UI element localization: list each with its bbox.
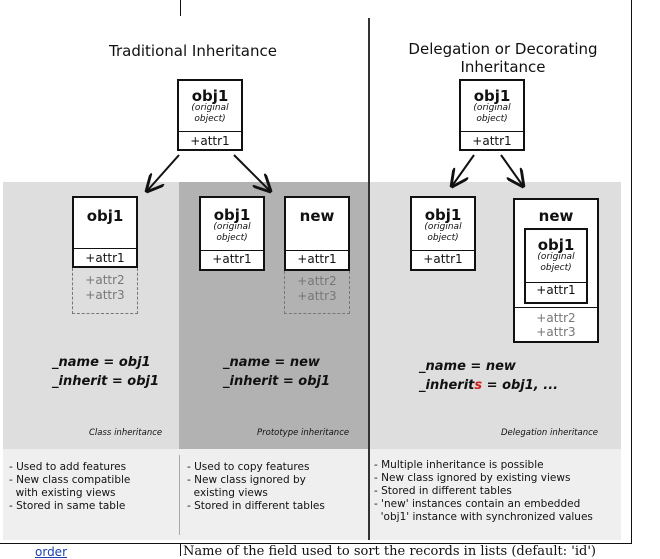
arrow-to-delegation-b — [500, 154, 523, 186]
note: existing views — [187, 487, 268, 499]
delegation-obj1-box: obj1 (original object) +attr1 — [459, 79, 525, 151]
note: - Stored in different tables — [187, 500, 325, 512]
box-attr: +attr1 — [423, 252, 463, 266]
delegation-caption: Delegation inheritance — [501, 428, 599, 438]
box-attr: +attr1 — [536, 283, 576, 297]
box-attr: +attr1 — [472, 134, 512, 148]
box-name: obj1 — [86, 207, 124, 225]
code-name-line: _name = new — [419, 359, 516, 374]
box-name: obj1 — [213, 206, 251, 224]
delegation-new-box: new obj1 (original object) +attr1 +attr2… — [513, 198, 599, 343]
box-name: obj1 — [537, 236, 575, 254]
note: - New class ignored by — [187, 474, 306, 486]
delegation-notes-panel — [370, 449, 621, 540]
box-divider — [412, 250, 474, 251]
note: - New class compatible — [9, 474, 131, 486]
box-name: new — [538, 207, 574, 225]
class-extra-attrs: +attr2 +attr3 — [72, 268, 138, 314]
class-notes-panel — [3, 449, 179, 540]
field-name-link[interactable]: order — [35, 545, 67, 559]
note: - New class ignored by existing views — [374, 472, 571, 484]
inheritance-arrows — [3, 154, 631, 200]
prototype-caption: Prototype inheritance — [257, 428, 350, 438]
box-attr: +attr1 — [85, 251, 125, 265]
box-name: obj1 — [473, 87, 511, 105]
class-caption: Class inheritance — [89, 428, 163, 438]
footer-top-rule — [0, 543, 632, 544]
box-subtitle: (original object) — [213, 222, 251, 243]
prototype-notes: - Used to copy features - New class igno… — [187, 461, 325, 513]
section-separator — [368, 18, 370, 540]
code-name-line: _name = new — [223, 355, 320, 370]
extra-attr-3: +attr3 — [85, 288, 125, 302]
class-obj1-box: obj1 +attr1 — [72, 196, 138, 268]
note: - 'new' instances contain an embedded — [374, 498, 581, 510]
traditional-obj1-box: obj1 (original object) +attr1 — [177, 79, 243, 151]
arrow-to-prototype — [233, 154, 270, 191]
box-divider — [179, 131, 241, 132]
box-subtitle: (original object) — [191, 103, 229, 124]
box-name: new — [299, 207, 335, 225]
box-divider — [201, 250, 263, 251]
prototype-new-box: new +attr1 — [284, 196, 350, 271]
delegation-title-line1: Delegation or Decorating — [408, 40, 598, 58]
note: - Stored in same table — [9, 500, 126, 512]
extra-attr-2: +attr2 — [297, 274, 337, 288]
note: - Used to copy features — [187, 461, 310, 473]
note: - Multiple inheritance is possible — [374, 459, 544, 471]
top-left-rule — [180, 0, 181, 16]
notes-separator — [179, 455, 180, 535]
code-inherit-line: _inherit = obj1 — [223, 374, 331, 389]
code-inherit-line: _inherit = obj1 — [52, 374, 160, 389]
box-name: obj1 — [191, 87, 229, 105]
note: with existing views — [9, 487, 116, 499]
box-attr: +attr1 — [212, 252, 252, 266]
extra-attr-2: +attr2 — [536, 311, 576, 325]
box-subtitle: (original object) — [537, 252, 575, 273]
box-name: obj1 — [424, 206, 462, 224]
extra-attr-3: +attr3 — [297, 289, 337, 303]
box-divider — [286, 250, 348, 251]
page-right-rule — [631, 0, 632, 544]
class-notes: - Used to add features - New class compa… — [9, 461, 130, 513]
arrow-to-class — [147, 154, 180, 191]
field-description: Name of the field used to sort the recor… — [183, 544, 596, 559]
prototype-obj1-box: obj1 (original object) +attr1 — [199, 196, 265, 271]
class-code: _name = obj1 _inherit = obj1 — [52, 353, 159, 391]
box-subtitle: (original object) — [424, 222, 462, 243]
box-divider — [526, 282, 586, 283]
arrow-to-delegation-a — [452, 154, 475, 186]
box-subtitle: (original object) — [473, 103, 511, 124]
prototype-notes-panel — [179, 449, 368, 540]
inheritance-diagram: Traditional Inheritance Delegation or De… — [3, 0, 631, 556]
footer-col-rule — [180, 543, 181, 556]
note: - Stored in different tables — [374, 485, 512, 497]
box-attr: +attr1 — [297, 252, 337, 266]
delegation-title-line2: Inheritance — [460, 58, 546, 76]
box-attr: +attr1 — [190, 134, 230, 148]
extra-attr-2: +attr2 — [85, 273, 125, 287]
delegation-notes: - Multiple inheritance is possible - New… — [374, 459, 593, 524]
prototype-extra-attrs: +attr2 +attr3 — [284, 271, 350, 314]
note: - Used to add features — [9, 461, 127, 473]
box-divider — [74, 248, 136, 249]
extra-attr-3: +attr3 — [536, 325, 576, 339]
code-name-line: _name = obj1 — [52, 355, 151, 370]
highlight-s: s — [474, 378, 483, 393]
delegation-code: _name = new _inherits = obj1, ... — [419, 357, 558, 395]
box-divider — [515, 307, 597, 308]
delegation-title: Delegation or Decorating Inheritance — [393, 40, 613, 76]
code-inherits-line: _inherits = obj1, ... — [419, 378, 559, 393]
prototype-code: _name = new _inherit = obj1 — [223, 353, 330, 391]
delegation-obj1-copy-box: obj1 (original object) +attr1 — [410, 196, 476, 271]
note: 'obj1' instance with synchronized values — [374, 511, 593, 523]
box-divider — [461, 131, 523, 132]
traditional-title: Traditional Inheritance — [109, 42, 277, 60]
embedded-obj1-box: obj1 (original object) +attr1 — [524, 228, 588, 304]
